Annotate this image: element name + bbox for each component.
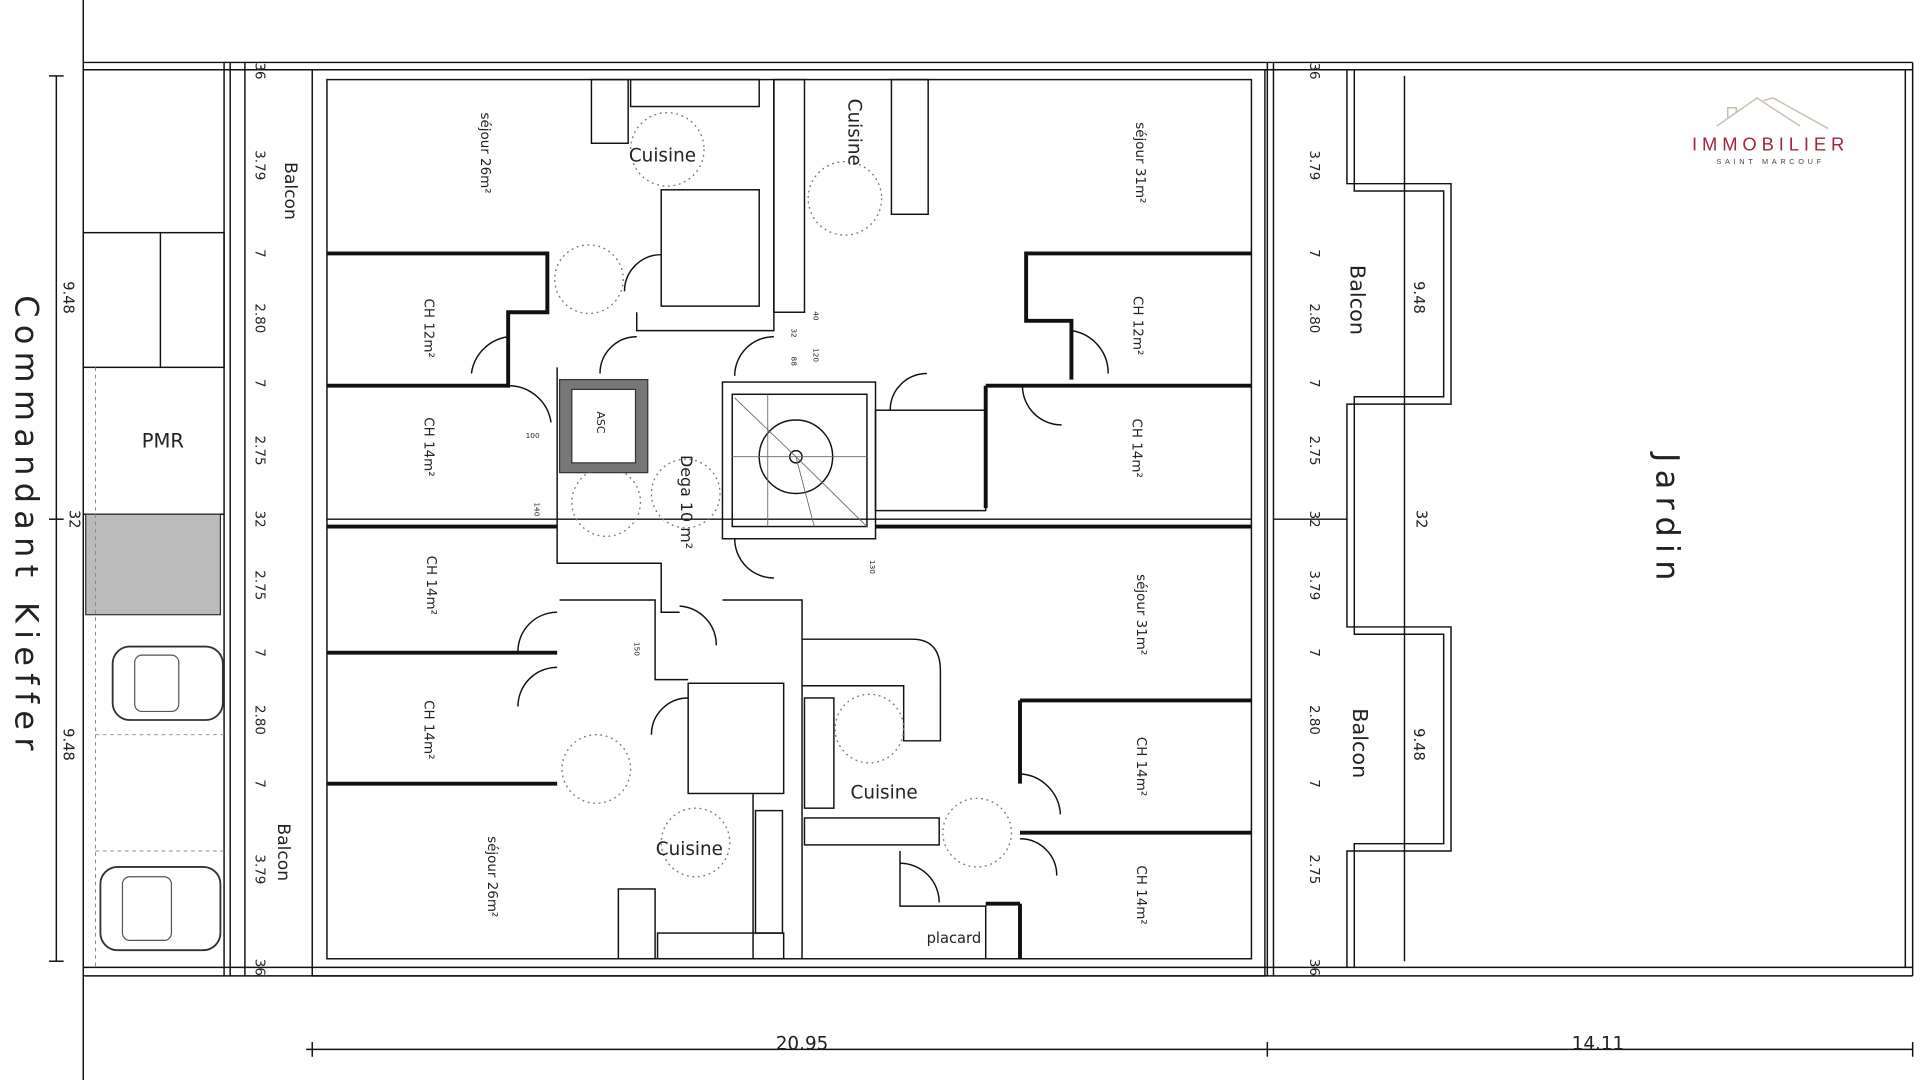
room-label: placard	[927, 930, 982, 947]
roof-logo-icon	[1716, 97, 1801, 127]
logo: IMMOBILIER SAINT MARCOUF	[1692, 97, 1849, 166]
garden-label: Jardin	[1648, 451, 1686, 588]
dimension-label: 130	[868, 560, 877, 574]
dimension-label: 32	[252, 511, 267, 528]
car-icon	[99, 866, 222, 952]
room-label: CH 14m²	[1133, 737, 1148, 796]
dimension-label: 7	[1306, 249, 1321, 258]
room-label: Cuisine	[851, 782, 918, 803]
plan-walls	[48, 0, 1914, 1080]
room-label: CH 14m²	[421, 417, 436, 476]
room-label: séjour 31m²	[1133, 574, 1149, 655]
dimension-label: 9.48	[59, 281, 76, 314]
dimension-label: 36	[1306, 959, 1321, 976]
room-label: Balcon	[1348, 708, 1372, 778]
dimension-label: 2.80	[1306, 303, 1321, 333]
dimension-label: 150	[633, 642, 642, 656]
car-icon	[111, 645, 224, 721]
paving-hatch	[85, 513, 222, 616]
room-label: Balcon	[1346, 265, 1370, 335]
dimension-label: 2.80	[252, 303, 267, 333]
dimension-label: 3.79	[252, 150, 267, 180]
dimension-label: 32	[789, 328, 798, 337]
dimension-label: 9.48	[1410, 281, 1427, 314]
dimension-label: 40	[812, 311, 821, 321]
dimension-label: 2.75	[252, 570, 267, 600]
room-label: séjour 26m²	[477, 112, 493, 193]
dimension-label: 3.79	[1306, 570, 1321, 600]
dimension-label: 3.79	[252, 854, 267, 884]
plan-labels: Commandant Kieffer Jardin séjour 26m² Cuisi…	[7, 62, 1686, 1054]
room-label: Cuisine	[629, 146, 696, 167]
dimension-label: 2.80	[252, 705, 267, 735]
dimension-label: 7	[252, 379, 267, 388]
room-label: CH 12m²	[1130, 296, 1145, 355]
dimension-label: 36	[252, 62, 267, 79]
room-label: séjour 31m²	[1132, 122, 1148, 203]
dimension-label: 32	[1306, 511, 1321, 528]
dimension-label: 120	[812, 348, 821, 362]
dimension-label: 7	[1306, 648, 1321, 657]
room-label: Cuisine	[843, 99, 864, 166]
room-label: ASC	[594, 411, 607, 434]
room-label: Dega 10 m²	[677, 455, 696, 549]
dimension-label: 2.80	[1306, 705, 1321, 735]
dimension-label: 88	[789, 357, 798, 367]
dimension-label: 7	[1306, 379, 1321, 388]
dimension-label: 7	[1306, 779, 1321, 788]
dimension-label: 32	[65, 510, 82, 529]
dimension-label: 9.48	[1410, 728, 1427, 761]
dimension-label: 140	[532, 502, 541, 516]
room-label: CH 14m²	[1128, 418, 1143, 477]
dimension-label: 7	[252, 648, 267, 657]
room-label: Cuisine	[656, 839, 723, 860]
room-label: PMR	[142, 430, 185, 453]
dimension-label: 2.75	[252, 436, 267, 466]
dimension-label: 100	[526, 431, 540, 440]
room-label: Balcon	[280, 162, 300, 220]
room-label: CH 14m²	[421, 700, 436, 759]
dimension-label: 14.11	[1572, 1033, 1625, 1054]
room-label: CH 14m²	[1133, 865, 1148, 924]
dimension-label: 2.75	[1306, 436, 1321, 466]
dimension-label: 36	[252, 959, 267, 976]
dimension-label: 2.75	[1306, 854, 1321, 884]
dimension-label: 7	[252, 779, 267, 788]
dimension-label: 7	[252, 249, 267, 258]
room-label: Balcon	[273, 823, 293, 881]
room-label: CH 12m²	[421, 298, 436, 357]
room-label: séjour 26m²	[484, 836, 500, 917]
dimension-label: 32	[1412, 510, 1429, 529]
dimension-label: 3.79	[1306, 150, 1321, 180]
dimension-label: 20.95	[776, 1033, 829, 1054]
dimension-label: 36	[1306, 62, 1321, 79]
logo-name: IMMOBILIER	[1692, 134, 1849, 155]
street-name: Commandant Kieffer	[7, 295, 45, 757]
room-label: CH 14m²	[423, 556, 438, 615]
dimension-label: 9.48	[59, 728, 76, 761]
logo-subtitle: SAINT MARCOUF	[1716, 157, 1824, 166]
